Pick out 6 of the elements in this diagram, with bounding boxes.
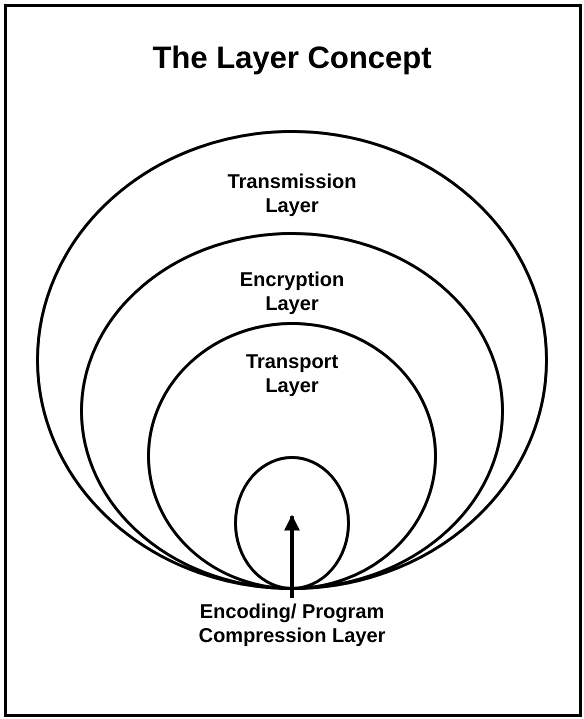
layer-label: Transmission Layer (226, 170, 358, 218)
layer-label: Encoding/ Program Compression Layer (198, 600, 386, 648)
layer-label: Transport Layer (244, 350, 340, 398)
arrow (284, 514, 300, 598)
diagram-title: The Layer Concept (151, 40, 433, 76)
layer-label: Encryption Layer (238, 268, 346, 316)
